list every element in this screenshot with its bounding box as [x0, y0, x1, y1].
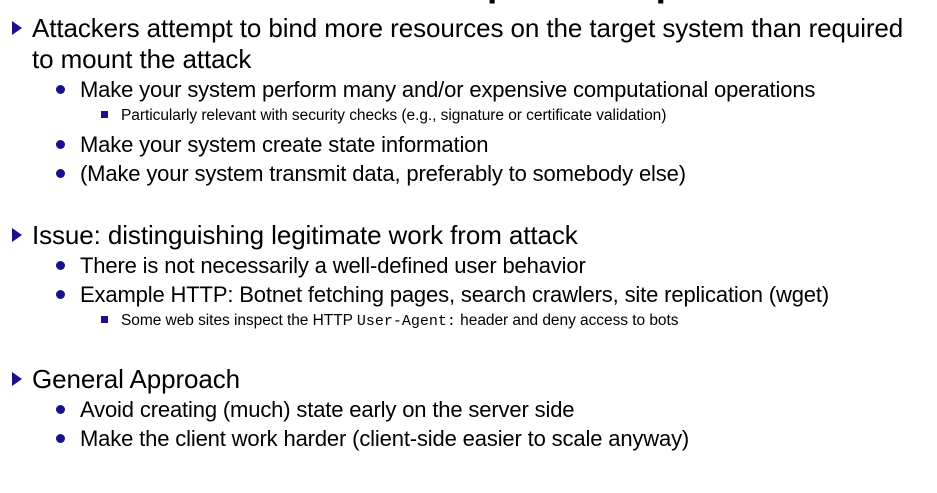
bullet-level2-transmit-data: (Make your system transmit data, prefera…: [0, 159, 937, 188]
bullet-level1-issue-distinguishing: Issue: distinguishing legitimate work fr…: [0, 220, 937, 251]
round-dot-icon: [56, 434, 80, 443]
bullet-level3-security-checks: Particularly relevant with security chec…: [0, 104, 937, 128]
section-spacer: [0, 334, 937, 364]
triangle-right-icon: [12, 228, 32, 242]
bullet-level2-text: Make the client work harder (client-side…: [80, 426, 690, 451]
bullet-level2-state-information: Make your system create state informatio…: [0, 130, 937, 159]
bullet-level2-text: (Make your system transmit data, prefera…: [80, 161, 686, 186]
bullet-level2-example-http: Example HTTP: Botnet fetching pages, sea…: [0, 280, 937, 309]
bullet-level2-text: There is not necessarily a well-defined …: [80, 253, 586, 278]
slide-title-clipped: Resource Consumption / Depletion: [0, 0, 937, 10]
round-dot-icon: [56, 290, 80, 299]
bullet-level2-computational-operations: Make your system perform many and/or exp…: [0, 75, 937, 104]
bullet-level1-text: Attackers attempt to bind more resources…: [32, 13, 904, 74]
round-dot-icon: [56, 169, 80, 178]
bullet-level3-text: Particularly relevant with security chec…: [121, 107, 667, 124]
user-agent-prefix: Some web sites inspect the HTTP: [121, 312, 357, 329]
bullet-level1-text: General Approach: [32, 364, 240, 394]
user-agent-code: User-Agent:: [356, 313, 456, 330]
section-spacer: [0, 188, 937, 220]
bullet-level2-text: Make your system create state informatio…: [80, 132, 489, 157]
user-agent-suffix: header and deny access to bots: [455, 312, 679, 329]
bullet-level2-text: Avoid creating (much) state early on the…: [80, 397, 575, 422]
bullet-level2-user-behavior: There is not necessarily a well-defined …: [0, 251, 937, 280]
round-dot-icon: [56, 261, 80, 270]
bullet-level3-user-agent: Some web sites inspect the HTTP User-Age…: [0, 309, 937, 334]
square-dot-icon: [101, 111, 121, 118]
slide-body: Attackers attempt to bind more resources…: [0, 13, 937, 453]
bullet-level2-client-work-harder: Make the client work harder (client-side…: [0, 424, 937, 453]
square-dot-icon: [101, 316, 121, 323]
bullet-level1-general-approach: General Approach: [0, 364, 937, 395]
bullet-level1-text: Issue: distinguishing legitimate work fr…: [32, 220, 578, 250]
slide-title: Resource Consumption / Depletion: [0, 0, 937, 6]
triangle-right-icon: [12, 21, 32, 35]
bullet-level2-text: Make your system perform many and/or exp…: [80, 77, 816, 102]
bullet-level1-attackers: Attackers attempt to bind more resources…: [0, 13, 937, 75]
bullet-level3-text: Some web sites inspect the HTTP User-Age…: [121, 309, 937, 334]
bullet-level2-text: Example HTTP: Botnet fetching pages, sea…: [80, 282, 829, 307]
triangle-right-icon: [12, 372, 32, 386]
round-dot-icon: [56, 85, 80, 94]
round-dot-icon: [56, 405, 80, 414]
bullet-level2-avoid-state: Avoid creating (much) state early on the…: [0, 395, 937, 424]
round-dot-icon: [56, 140, 80, 149]
